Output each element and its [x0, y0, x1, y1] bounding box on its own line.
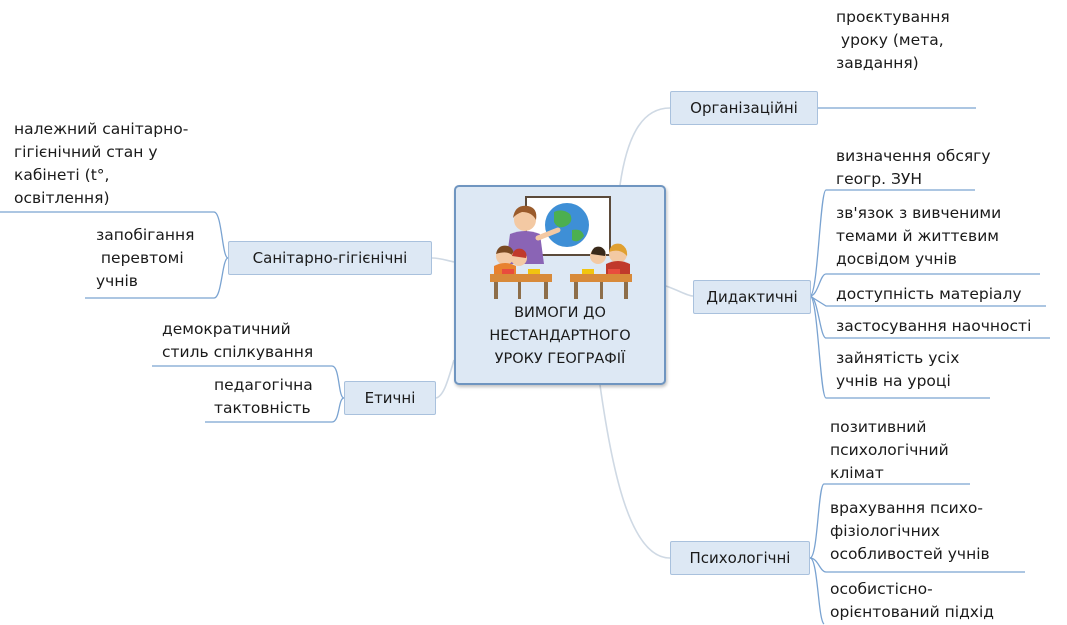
- leaf-text-line: демократичний: [162, 320, 291, 338]
- leaf-text-line: уроку (мета,: [836, 31, 944, 49]
- leaf-text-line: стиль спілкування: [162, 343, 314, 361]
- leaf-text-line: педагогічна: [214, 376, 313, 394]
- central-title-line: УРОКУ ГЕОГРАФІЇ: [494, 351, 626, 367]
- leaf-text-line: геогр. ЗУН: [836, 170, 923, 188]
- leaf-text-line: психологічний: [830, 441, 949, 459]
- leaf-text-line: застосування наочності: [836, 317, 1032, 335]
- leaf-text-line: визначення обсягу: [836, 147, 991, 165]
- leaf-text-line: кабінеті (t°,: [14, 166, 110, 184]
- leaf-text-line: запобігання: [96, 226, 195, 244]
- leaf-text-line: належний санітарно-: [14, 120, 189, 138]
- leaf-knowledge-scope[interactable]: визначення обсягу геогр. ЗУН: [836, 145, 991, 191]
- branch-sanitary-hygienic[interactable]: Санітарно-гігієнічні: [228, 241, 432, 275]
- branch-ethical[interactable]: Етичні: [344, 381, 436, 415]
- leaf-text-line: проєктування: [836, 8, 950, 26]
- leaf-text-line: особливостей учнів: [830, 545, 990, 563]
- leaf-positive-climate[interactable]: позитивний психологічний клімат: [830, 416, 949, 485]
- leaf-text-line: клімат: [830, 464, 884, 482]
- leaf-lesson-design[interactable]: проєктування уроку (мета, завдання): [836, 6, 950, 75]
- leaf-material-accessibility[interactable]: доступність матеріалу: [836, 283, 1022, 306]
- central-topic-node[interactable]: ВИМОГИ ДО НЕСТАНДАРТНОГО УРОКУ ГЕОГРАФІЇ: [454, 185, 666, 385]
- leaf-text-line: учнів: [96, 272, 138, 290]
- leaf-text-line: врахування психо-: [830, 499, 983, 517]
- central-topic-title: ВИМОГИ ДО НЕСТАНДАРТНОГО УРОКУ ГЕОГРАФІЇ: [462, 302, 658, 371]
- leaf-text-line: завдання): [836, 54, 919, 72]
- branch-didactic[interactable]: Дидактичні: [693, 280, 811, 314]
- central-title-line: НЕСТАНДАРТНОГО: [489, 328, 631, 344]
- leaf-visual-aids[interactable]: застосування наочності: [836, 315, 1031, 338]
- leaf-pedagogical-tact[interactable]: педагогічна тактовність: [214, 374, 313, 420]
- leaf-text-line: зв'язок з вивченими: [836, 204, 1002, 222]
- leaf-text-line: позитивний: [830, 418, 927, 436]
- leaf-text-line: орієнтований підхід: [830, 603, 994, 621]
- leaf-text-line: досвідом учнів: [836, 250, 957, 268]
- leaf-sanitary-condition[interactable]: належний санітарно- гігієнічний стан у к…: [14, 118, 188, 210]
- leaf-connection-experience[interactable]: зв'язок з вивченими темами й життєвим до…: [836, 202, 1001, 271]
- leaf-text-line: перевтомі: [96, 249, 184, 267]
- leaf-text-line: тактовність: [214, 399, 311, 417]
- leaf-democratic-style[interactable]: демократичний стиль спілкування: [162, 318, 313, 364]
- leaf-text-line: доступність матеріалу: [836, 285, 1022, 303]
- leaf-text-line: фізіологічних: [830, 522, 940, 540]
- branch-organizational[interactable]: Організаційні: [670, 91, 818, 125]
- leaf-text-line: гігієнічний стан у: [14, 143, 158, 161]
- central-title-line: ВИМОГИ ДО: [514, 305, 606, 321]
- leaf-text-line: темами й життєвим: [836, 227, 999, 245]
- leaf-text-line: учнів на уроці: [836, 372, 951, 390]
- leaf-text-line: освітлення): [14, 189, 110, 207]
- classroom-illustration: [490, 196, 632, 299]
- leaf-personality-oriented[interactable]: особистісно- орієнтований підхід: [830, 578, 994, 624]
- leaf-text-line: особистісно-: [830, 580, 933, 598]
- branch-psychological[interactable]: Психологічні: [670, 541, 810, 575]
- leaf-fatigue-prevention[interactable]: запобігання перевтомі учнів: [96, 224, 194, 293]
- leaf-student-engagement[interactable]: зайнятість усіх учнів на уроці: [836, 347, 959, 393]
- leaf-psychophysiological[interactable]: врахування психо- фізіологічних особливо…: [830, 497, 990, 566]
- leaf-text-line: зайнятість усіх: [836, 349, 960, 367]
